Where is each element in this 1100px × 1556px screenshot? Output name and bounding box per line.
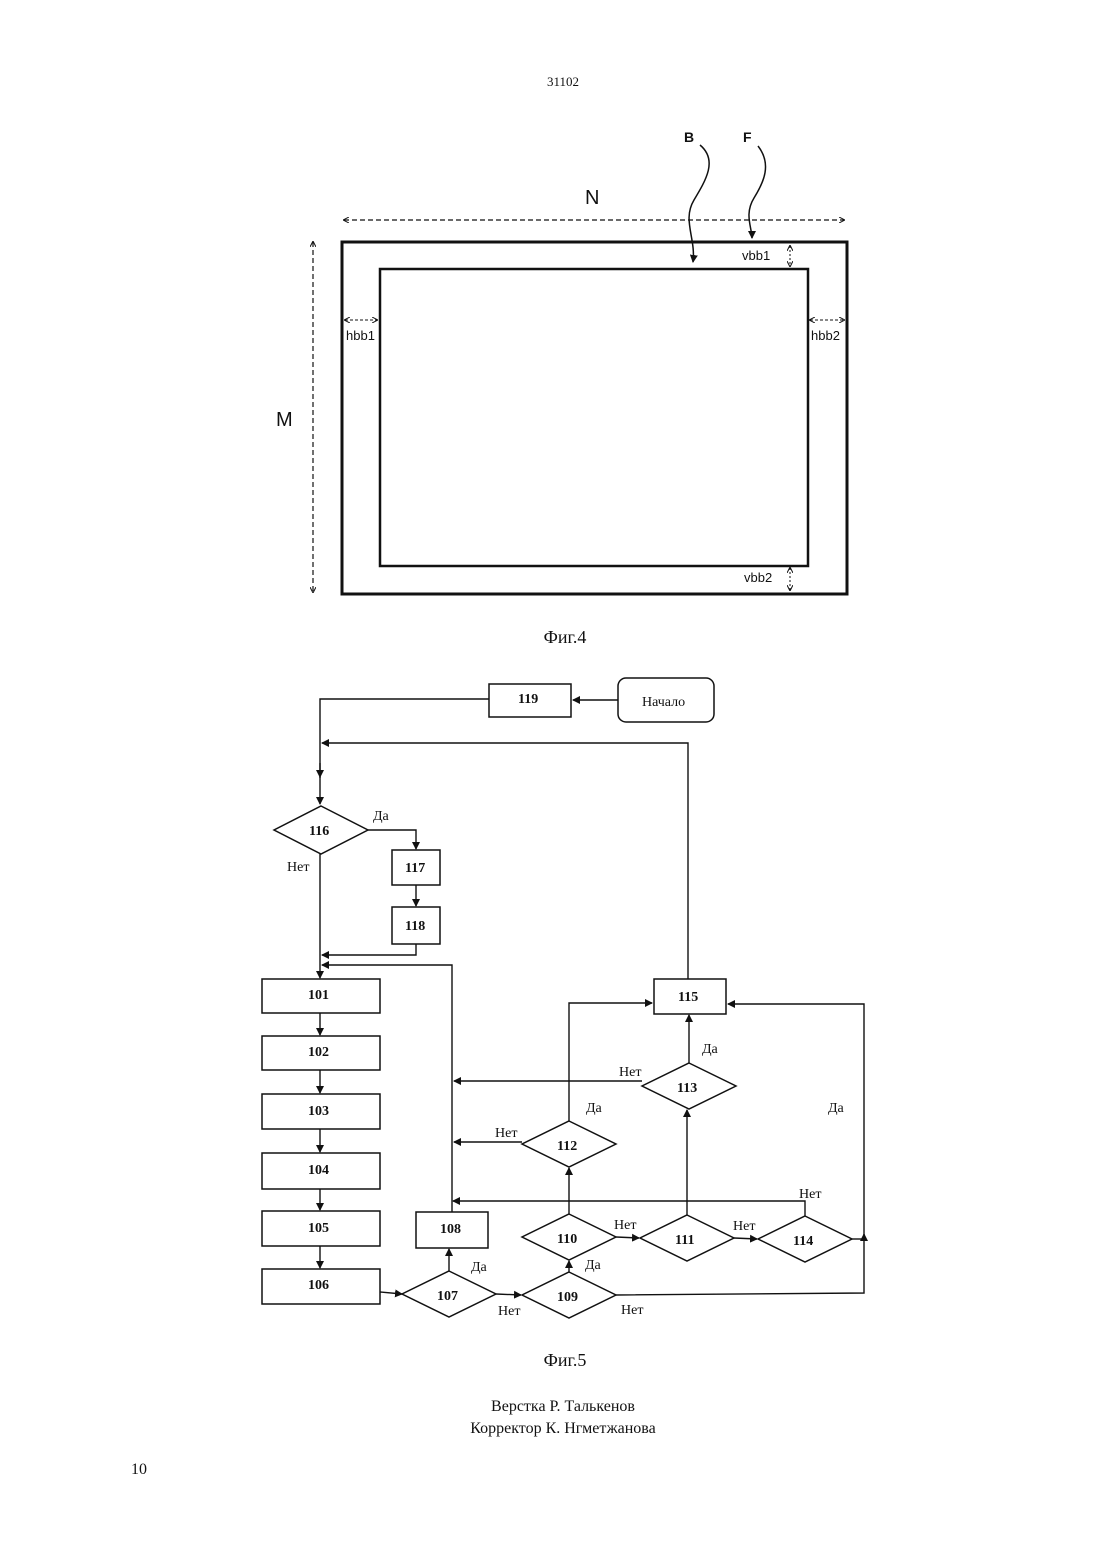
block-101 bbox=[262, 979, 380, 1013]
block-102 bbox=[262, 1036, 380, 1070]
label-hbb1: hbb1 bbox=[346, 328, 375, 343]
outer-frame bbox=[342, 242, 847, 594]
label-109-yes: Да bbox=[585, 1258, 602, 1273]
label-114-no: Нет bbox=[799, 1187, 821, 1202]
decision-113 bbox=[642, 1063, 736, 1109]
label-m: M bbox=[276, 409, 293, 431]
figure-5-caption: Фиг.5 bbox=[0, 1350, 1100, 1371]
decision-110-label: 110 bbox=[557, 1232, 577, 1247]
block-106 bbox=[262, 1269, 380, 1304]
label-107-yes: Да bbox=[471, 1260, 488, 1275]
start-terminal bbox=[618, 678, 714, 722]
label-hbb2: hbb2 bbox=[811, 328, 840, 343]
label-116-yes: Да bbox=[373, 809, 390, 824]
label-107-no: Нет bbox=[498, 1304, 520, 1319]
label-b: B bbox=[684, 129, 694, 145]
block-117-label: 117 bbox=[405, 861, 425, 876]
figure-4-diagram: N M B F vbb1 vbb2 hbb1 hbb2 bbox=[0, 0, 1100, 620]
block-104 bbox=[262, 1153, 380, 1189]
decision-109-label: 109 bbox=[557, 1290, 578, 1305]
block-118-label: 118 bbox=[405, 919, 425, 934]
inner-frame bbox=[380, 269, 808, 566]
decision-116-label: 116 bbox=[309, 824, 329, 839]
credits-layout: Верстка Р. Талькенов bbox=[0, 1396, 1100, 1418]
block-115-label: 115 bbox=[678, 990, 698, 1005]
block-104-label: 104 bbox=[308, 1163, 329, 1178]
block-103 bbox=[262, 1094, 380, 1129]
decision-109 bbox=[522, 1272, 616, 1318]
label-112-no: Нет bbox=[495, 1126, 517, 1141]
block-119-label: 119 bbox=[518, 692, 538, 707]
label-vbb2: vbb2 bbox=[744, 570, 772, 585]
label-111-no: Нет bbox=[733, 1219, 755, 1234]
b-pointer-arrow bbox=[689, 145, 709, 262]
label-112-yes: Да bbox=[586, 1101, 603, 1116]
block-102-label: 102 bbox=[308, 1045, 329, 1060]
label-113-no: Нет bbox=[619, 1065, 641, 1080]
label-110-no: Нет bbox=[614, 1218, 636, 1233]
decision-114-label: 114 bbox=[793, 1234, 813, 1249]
decision-112-label: 112 bbox=[557, 1139, 577, 1154]
credits-corrector: Корректор К. Нгметжанова bbox=[0, 1418, 1100, 1440]
decision-113-label: 113 bbox=[677, 1081, 697, 1096]
block-115 bbox=[654, 979, 726, 1014]
decision-107-label: 107 bbox=[437, 1289, 458, 1304]
block-103-label: 103 bbox=[308, 1104, 329, 1119]
decision-111 bbox=[640, 1215, 734, 1261]
label-n: N bbox=[585, 187, 599, 209]
block-101-label: 101 bbox=[308, 988, 329, 1003]
decision-110 bbox=[522, 1214, 616, 1260]
block-106-label: 106 bbox=[308, 1278, 329, 1293]
label-109-no: Нет bbox=[621, 1303, 643, 1318]
block-119 bbox=[489, 684, 571, 717]
decision-116 bbox=[274, 806, 368, 854]
figure-4-caption: Фиг.4 bbox=[0, 627, 1100, 648]
block-117 bbox=[392, 850, 440, 885]
decision-112 bbox=[522, 1121, 616, 1167]
label-right-yes: Да bbox=[828, 1101, 845, 1116]
label-113-yes: Да bbox=[702, 1042, 719, 1057]
block-108-label: 108 bbox=[440, 1222, 461, 1237]
block-108 bbox=[416, 1212, 488, 1248]
f-pointer-arrow bbox=[749, 146, 766, 238]
label-vbb1: vbb1 bbox=[742, 248, 770, 263]
block-105 bbox=[262, 1211, 380, 1246]
start-label: Начало bbox=[642, 695, 685, 710]
decision-114 bbox=[758, 1216, 852, 1262]
decision-111-label: 111 bbox=[675, 1233, 694, 1248]
block-105-label: 105 bbox=[308, 1221, 329, 1236]
page-number: 10 bbox=[131, 1461, 147, 1479]
credits-block: Верстка Р. Талькенов Корректор К. Нгметж… bbox=[0, 1396, 1100, 1440]
label-116-no: Нет bbox=[287, 860, 309, 875]
label-f: F bbox=[743, 129, 752, 145]
block-118 bbox=[392, 907, 440, 944]
decision-107 bbox=[402, 1271, 496, 1317]
